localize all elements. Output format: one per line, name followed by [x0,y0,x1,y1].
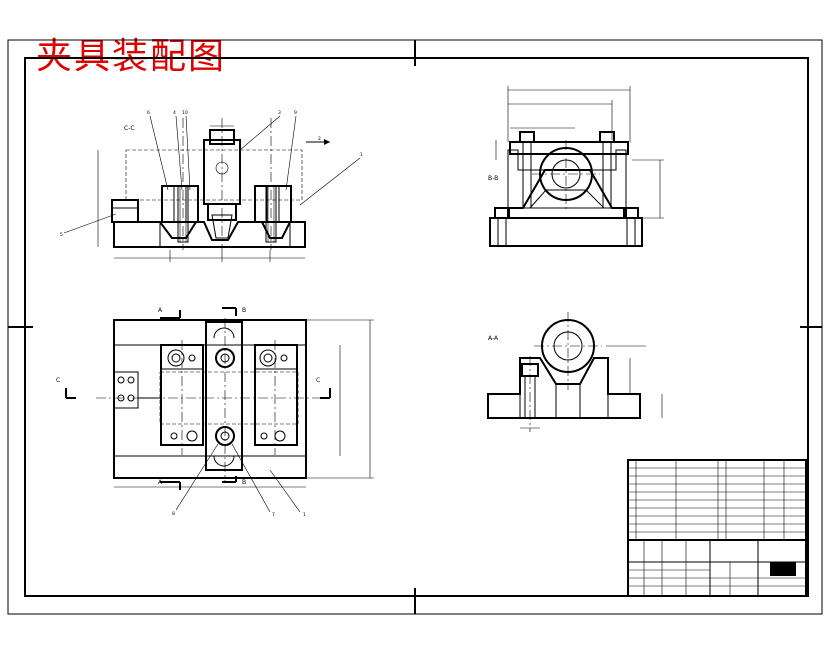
callout-2: 2 [318,136,321,142]
parts-list [627,459,807,541]
callout-9: 9 [294,110,297,116]
inner-frame [24,57,809,597]
plan-view: A B A B C C [56,307,374,518]
aux-section-view: A-A [487,312,663,432]
title-block [627,539,807,597]
side-section-view: B-B [488,86,664,247]
plan-callout-1: 1 [303,512,306,518]
cut-label-a-top: A [158,307,163,314]
callout-5: 5 [60,232,63,238]
callout-3: 3 [278,110,281,116]
side-section-label: B-B [488,175,498,182]
callout-4: 4 [173,110,176,116]
aux-section-label: A-A [488,335,499,342]
cut-label-a-bottom: A [158,479,163,486]
cut-label-c-right: C [316,377,320,384]
centering-marks [8,40,822,614]
callout-1: 1 [360,152,363,158]
cut-label-b-top: B [242,307,246,314]
plan-callout-8: 8 [172,511,175,517]
cut-label-c-left: C [56,377,60,384]
front-section-view: C-C [60,110,363,262]
front-section-label: C-C [124,125,135,132]
drawing-title: 夹具装配图 [36,36,227,77]
cut-label-b-bottom: B [242,479,246,486]
plan-callout-7: 7 [272,512,275,518]
callout-10: 10 [182,110,188,116]
callout-6: 6 [147,110,150,116]
